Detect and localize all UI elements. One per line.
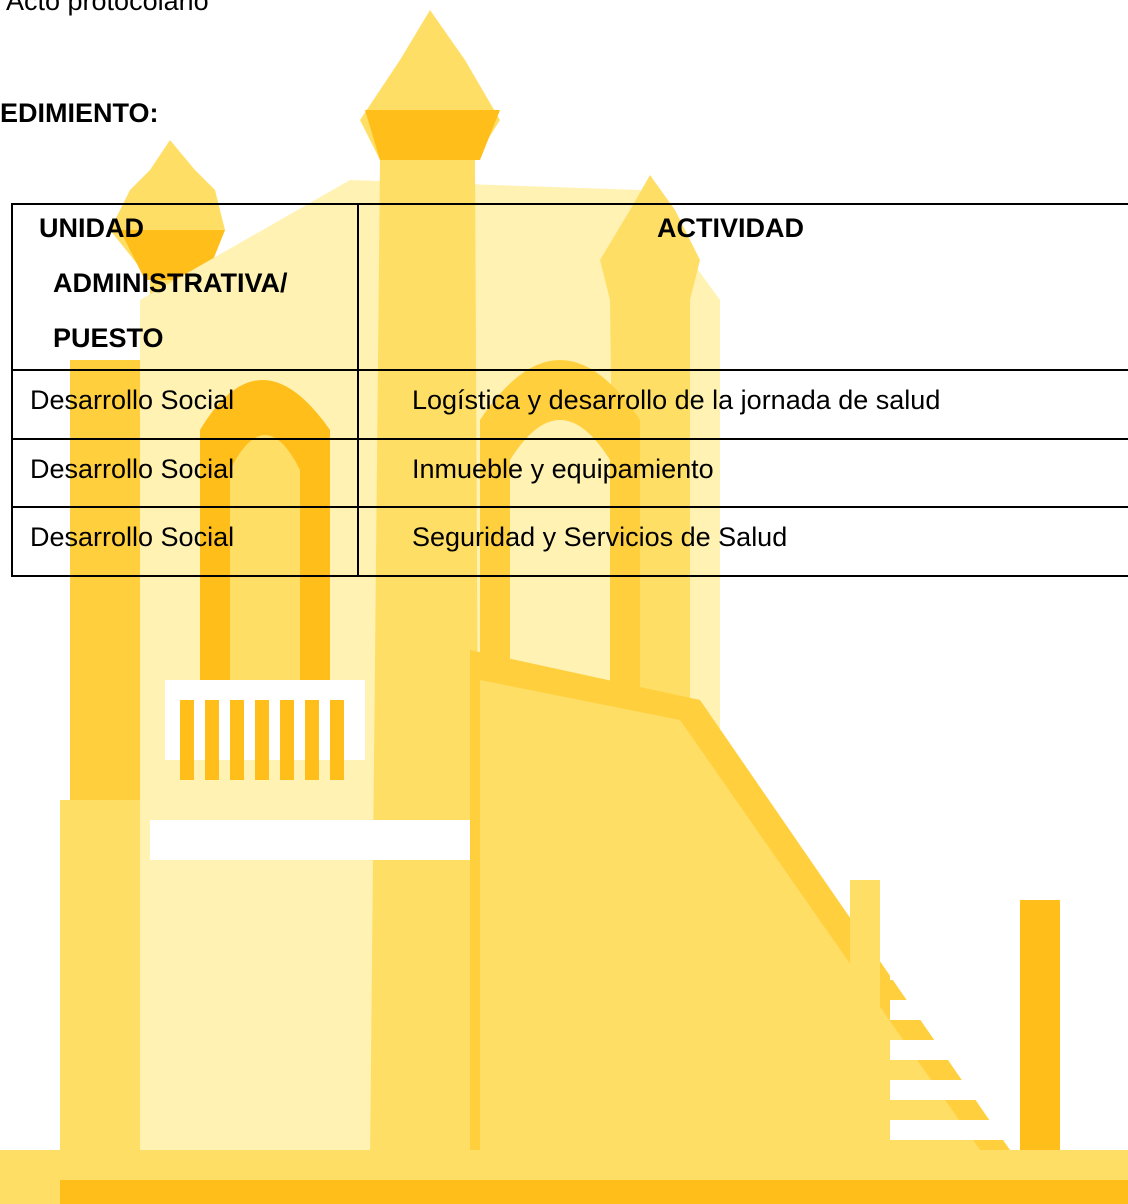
unit-cell: Desarrollo Social — [30, 385, 235, 415]
section-heading: EDIMIENTO: — [0, 98, 159, 128]
header-unit-cell: UNIDAD ADMINISTRATIVA/ PUESTO — [11, 203, 358, 371]
previous-text-line: Acto protocolario — [6, 0, 209, 16]
table-header-row: UNIDAD ADMINISTRATIVA/ PUESTO ACTIVIDAD — [11, 203, 1128, 371]
header-activity: ACTIVIDAD — [657, 213, 804, 243]
table-row: Desarrollo Social Logística y desarrollo… — [11, 369, 1128, 440]
activity-cell: Logística y desarrollo de la jornada de … — [412, 385, 941, 415]
procedure-table: UNIDAD ADMINISTRATIVA/ PUESTO ACTIVIDAD … — [11, 203, 1128, 577]
unit-cell: Desarrollo Social — [30, 522, 235, 552]
header-unit-line2: ADMINISTRATIVA/ — [53, 268, 288, 298]
activity-cell: Inmueble y equipamiento — [412, 454, 714, 484]
table-row: Desarrollo Social Inmueble y equipamient… — [11, 438, 1128, 508]
header-activity-cell: ACTIVIDAD — [357, 203, 1128, 371]
table-row: Desarrollo Social Seguridad y Servicios … — [11, 506, 1128, 577]
header-unit-line1: UNIDAD — [39, 213, 144, 243]
unit-cell: Desarrollo Social — [30, 454, 235, 484]
activity-cell: Seguridad y Servicios de Salud — [412, 522, 788, 552]
header-unit-line3: PUESTO — [53, 323, 164, 353]
